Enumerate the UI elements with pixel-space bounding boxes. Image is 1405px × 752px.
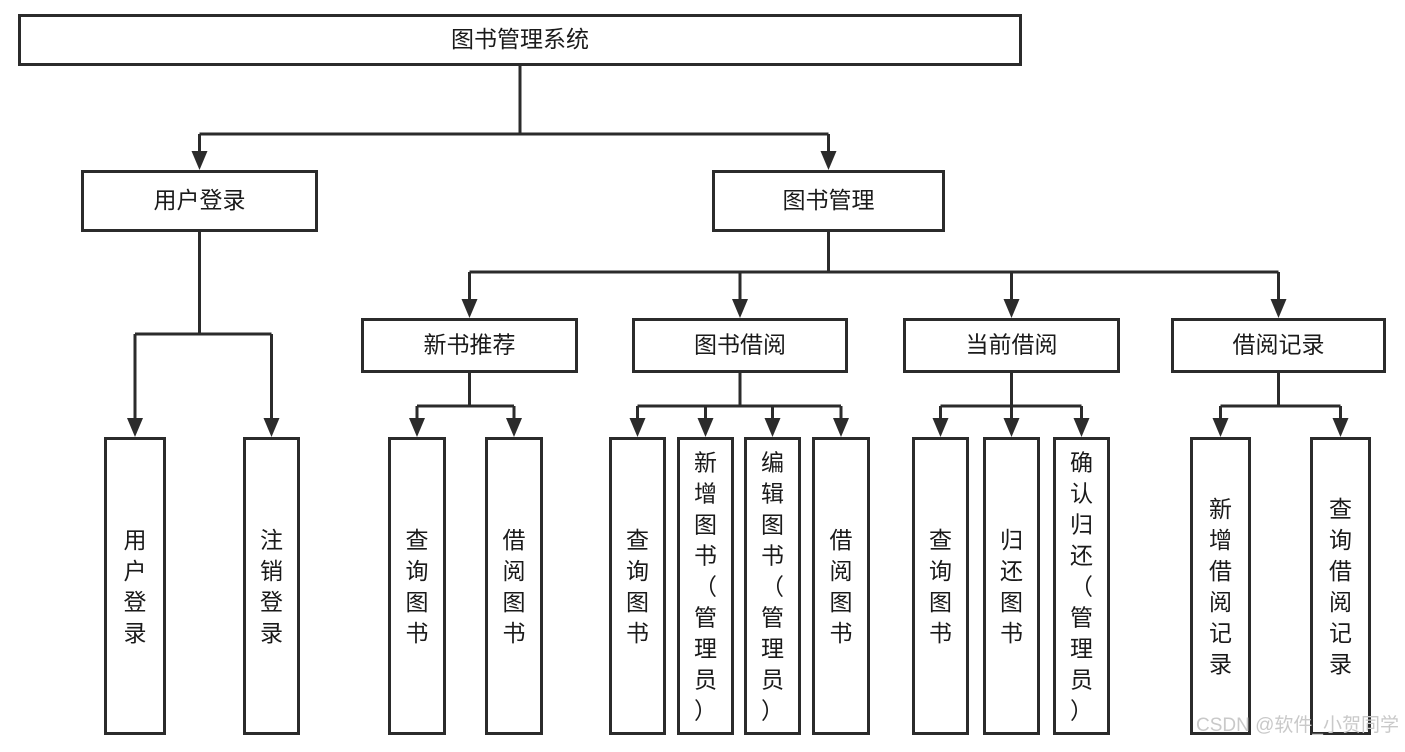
connector-to-leaf-logout-arrowhead	[263, 418, 280, 437]
node-label-borrow-record: 借阅记录	[1233, 332, 1325, 358]
connector-to-leaf-query-book-2-arrowhead	[629, 418, 646, 437]
node-leaf-query-book-3[interactable]: 查询图书	[912, 437, 969, 735]
node-label-leaf-edit-book: 编辑图书（管理员）	[761, 450, 784, 724]
node-label-leaf-logout: 注销登录	[260, 527, 283, 646]
connector-to-book-manage-arrowhead	[820, 151, 837, 170]
node-undefined[interactable]: 图书管理系统	[18, 14, 1022, 66]
node-layer: 图书管理系统用户登录图书管理新书推荐图书借阅当前借阅借阅记录用户登录注销登录查询…	[18, 14, 1386, 735]
node-box-leaf-query-book-2	[609, 437, 666, 735]
node-label-leaf-add-book: 新增图书（管理员）	[694, 450, 717, 724]
node-new-book-rec[interactable]: 新书推荐	[361, 318, 578, 373]
node-box-leaf-query-book-3	[912, 437, 969, 735]
node-leaf-confirm-return[interactable]: 确认归还（管理员）	[1053, 437, 1110, 735]
connector-to-leaf-user-login-arrowhead	[127, 418, 143, 437]
node-label-leaf-query-book-3: 查询图书	[929, 527, 952, 646]
connector-to-leaf-confirm-return-arrowhead	[1073, 418, 1090, 437]
node-label-leaf-return-book: 归还图书	[1000, 527, 1023, 646]
node-box-leaf-add-record	[1190, 437, 1251, 735]
node-box-leaf-edit-book	[744, 437, 801, 735]
node-label-book-borrow: 图书借阅	[694, 332, 786, 358]
connector-to-leaf-add-book-arrowhead	[697, 418, 714, 437]
node-box-book-manage	[712, 170, 945, 232]
csdn-watermark: CSDN @软件_小贺同学	[1196, 714, 1399, 736]
connector-to-borrow-record-arrowhead	[1270, 299, 1287, 318]
node-leaf-user-login[interactable]: 用户登录	[104, 437, 166, 735]
connector-to-leaf-query-record-arrowhead	[1332, 418, 1349, 437]
node-leaf-borrow-book-2[interactable]: 借阅图书	[812, 437, 870, 735]
node-current-borrow[interactable]: 当前借阅	[903, 318, 1120, 373]
node-box-current-borrow	[903, 318, 1120, 373]
node-leaf-logout[interactable]: 注销登录	[243, 437, 300, 735]
node-label-leaf-confirm-return: 确认归还（管理员）	[1070, 450, 1093, 724]
node-leaf-query-book-1[interactable]: 查询图书	[388, 437, 446, 735]
node-box-leaf-query-record	[1310, 437, 1371, 735]
node-leaf-add-record[interactable]: 新增借阅记录	[1190, 437, 1251, 735]
node-label-leaf-borrow-book-2: 借阅图书	[830, 527, 853, 646]
node-leaf-add-book[interactable]: 新增图书（管理员）	[677, 437, 734, 735]
node-borrow-record[interactable]: 借阅记录	[1171, 318, 1386, 373]
node-box-leaf-borrow-book-2	[812, 437, 870, 735]
node-box-leaf-borrow-book-1	[485, 437, 543, 735]
node-label-book-manage: 图书管理	[783, 187, 875, 213]
node-box-leaf-add-book	[677, 437, 734, 735]
node-book-borrow[interactable]: 图书借阅	[632, 318, 848, 373]
node-box-book-borrow	[632, 318, 848, 373]
node-leaf-borrow-book-1[interactable]: 借阅图书	[485, 437, 543, 735]
connector-to-leaf-return-book-arrowhead	[1003, 418, 1020, 437]
node-box-leaf-query-book-1	[388, 437, 446, 735]
connector-to-current-borrow-arrowhead	[1003, 299, 1020, 318]
node-label-leaf-borrow-book-1: 借阅图书	[503, 527, 526, 646]
node-box-leaf-logout	[243, 437, 300, 735]
node-leaf-return-book[interactable]: 归还图书	[983, 437, 1040, 735]
node-leaf-query-record[interactable]: 查询借阅记录	[1310, 437, 1371, 735]
connector-to-leaf-edit-book-arrowhead	[764, 418, 781, 437]
node-label-new-book-rec: 新书推荐	[424, 332, 516, 358]
node-box-borrow-record	[1171, 318, 1386, 373]
connector-to-leaf-borrow-book-2-arrowhead	[833, 418, 849, 437]
node-box-new-book-rec	[361, 318, 578, 373]
node-label-leaf-query-book-1: 查询图书	[406, 527, 429, 646]
connector-to-new-book-rec-arrowhead	[461, 299, 478, 318]
node-box-user-login	[81, 170, 318, 232]
connector-to-leaf-borrow-book-1-arrowhead	[506, 418, 522, 437]
node-label-leaf-user-login: 用户登录	[124, 527, 147, 646]
connector-layer	[127, 66, 1349, 437]
connector-to-leaf-add-record-arrowhead	[1212, 418, 1229, 437]
node-label-leaf-query-book-2: 查询图书	[626, 527, 649, 646]
node-box-leaf-confirm-return	[1053, 437, 1110, 735]
node-user-login[interactable]: 用户登录	[81, 170, 318, 232]
connector-to-leaf-query-book-1-arrowhead	[409, 418, 425, 437]
node-box-leaf-user-login	[104, 437, 166, 735]
connector-to-book-borrow-arrowhead	[732, 299, 748, 318]
node-box-undefined	[18, 14, 1022, 66]
node-label-user-login: 用户登录	[154, 187, 246, 213]
node-leaf-query-book-2[interactable]: 查询图书	[609, 437, 666, 735]
connector-to-user-login-arrowhead	[191, 151, 208, 170]
node-label-leaf-query-record: 查询借阅记录	[1329, 496, 1352, 677]
node-leaf-edit-book[interactable]: 编辑图书（管理员）	[744, 437, 801, 735]
connector-to-leaf-query-book-3-arrowhead	[932, 418, 949, 437]
node-label-current-borrow: 当前借阅	[966, 332, 1058, 358]
node-label-undefined: 图书管理系统	[451, 26, 589, 52]
node-label-leaf-add-record: 新增借阅记录	[1209, 496, 1232, 677]
node-box-leaf-return-book	[983, 437, 1040, 735]
node-book-manage[interactable]: 图书管理	[712, 170, 945, 232]
